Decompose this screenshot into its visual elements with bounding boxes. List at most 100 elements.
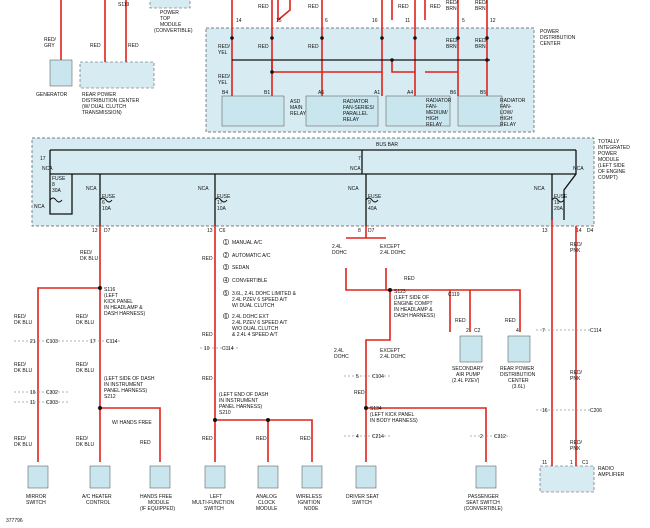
fuse-num: 19 bbox=[554, 200, 560, 206]
rear-pdc2-label: CENTER bbox=[508, 378, 529, 384]
option-label: 2.4L DOHC bbox=[380, 354, 406, 360]
wire-label: BRN bbox=[446, 44, 457, 50]
multifunction-label: SWITCH bbox=[204, 506, 224, 512]
splice-label: (LEFT END OF DASH bbox=[219, 392, 269, 398]
wire-label: RED bbox=[308, 4, 319, 10]
radio-amp-box bbox=[539, 465, 595, 493]
note-num: 4 bbox=[225, 278, 228, 284]
note-text: AUTOMATIC A/C bbox=[232, 253, 271, 259]
nca-label: NCA bbox=[42, 166, 53, 172]
wire-label: YEL bbox=[218, 50, 228, 56]
splice-label: S210 bbox=[219, 410, 231, 416]
option-label: DOHC bbox=[334, 354, 349, 360]
relay-label: RELAY bbox=[426, 122, 443, 128]
conn-label: C103 bbox=[46, 339, 58, 345]
wireless-ign-box bbox=[301, 465, 323, 489]
pin-label: B6 bbox=[450, 90, 456, 96]
rear-pdc-label-3: (W/ DUAL CLUTCH bbox=[82, 104, 126, 110]
fuse-amps: 20A bbox=[554, 206, 564, 212]
pin-label: 17 bbox=[90, 339, 96, 345]
wire-label: RED/ bbox=[570, 440, 583, 446]
wire-label: RED bbox=[128, 43, 139, 49]
conn-label: C302 bbox=[46, 390, 58, 396]
secondary-air-label: AIR PUMP bbox=[456, 372, 481, 378]
wire-label: RED bbox=[430, 4, 441, 10]
wire-label: RED bbox=[354, 390, 365, 396]
relay-label: RELAY bbox=[500, 122, 517, 128]
wire-label: RED bbox=[308, 44, 319, 50]
fuse-num: 9 bbox=[368, 200, 371, 206]
rad-series-relay-box bbox=[305, 95, 379, 127]
relay-label: HIGH bbox=[500, 116, 513, 122]
pin-label: 11 bbox=[30, 400, 35, 406]
wire-label: DK BLU bbox=[14, 368, 32, 374]
hands-free-label: (IF EQUIPPED) bbox=[140, 506, 175, 512]
wire-label: RED bbox=[140, 440, 151, 446]
secondary-air-label: SECONDARY bbox=[452, 366, 484, 372]
conn-label: C114 bbox=[106, 339, 118, 345]
wire-label: RED bbox=[258, 4, 269, 10]
splice-label: S212 bbox=[104, 394, 116, 400]
wire-label: PNK bbox=[570, 248, 581, 254]
driver-seat-label: SWITCH bbox=[352, 500, 372, 506]
pin-label: A1 bbox=[374, 90, 380, 96]
option-label: 2.4L bbox=[332, 244, 342, 250]
rear-pdc-box bbox=[79, 61, 155, 89]
pin-label: 14 bbox=[576, 228, 582, 234]
pin-label: A6 bbox=[318, 90, 324, 96]
splice-label: IN HEADLAMP & bbox=[104, 305, 143, 311]
pin-label: 17 bbox=[40, 156, 46, 162]
pin-label: 11 bbox=[405, 18, 410, 24]
conn-label: C214 bbox=[372, 434, 384, 440]
wire-label: DK BLU bbox=[14, 320, 32, 326]
splice-label: S123 bbox=[394, 289, 406, 295]
nca-label: NCA bbox=[573, 166, 584, 172]
generator-label: GENERATOR bbox=[36, 92, 68, 98]
relay-label: FAN- bbox=[426, 104, 438, 110]
ac-heater-label: A/C HEATER bbox=[82, 494, 112, 500]
note-text: W/ DUAL CLUTCH bbox=[232, 303, 275, 309]
note-text: W/O DUAL CLUTCH bbox=[232, 326, 279, 332]
conn-label: C119 bbox=[448, 292, 460, 298]
wire-label: RED/ bbox=[570, 242, 583, 248]
splice-label: (LEFT KICK PANEL bbox=[370, 412, 414, 418]
pin-label: 4 bbox=[516, 328, 519, 334]
wire-label: DK BLU bbox=[76, 320, 94, 326]
fuse-amps: 10A bbox=[102, 206, 112, 212]
splice-label: S116 bbox=[104, 287, 116, 293]
wire-label: RED/ bbox=[446, 0, 459, 6]
wire-label: RED/ bbox=[475, 0, 488, 6]
splice-label: IN INSTRUMENT bbox=[219, 398, 258, 404]
wire-label: DK BLU bbox=[76, 442, 94, 448]
wire-label: RED bbox=[256, 436, 267, 442]
pin-label: 2 bbox=[480, 434, 483, 440]
rear-pdc-label-1: REAR POWER bbox=[82, 92, 117, 98]
wire-label: RED bbox=[202, 332, 213, 338]
wire-label: RED/ bbox=[446, 38, 459, 44]
splice-label: PANEL HARNESS) bbox=[219, 404, 262, 410]
relay-label: ASD bbox=[290, 99, 301, 105]
wire-label: RED bbox=[455, 318, 466, 324]
pin-label: 8 bbox=[358, 228, 361, 234]
relay-label: FAN-SERIES/ bbox=[343, 105, 375, 111]
ptm-label: POWER bbox=[160, 10, 179, 16]
wire-label: DK BLU bbox=[76, 368, 94, 374]
analog-clock-label: MODULE bbox=[256, 506, 278, 512]
pin-label: 21 bbox=[30, 339, 36, 345]
asd-relay-box bbox=[221, 95, 285, 127]
pin-label: 16 bbox=[30, 390, 36, 396]
wire-label: RED bbox=[505, 318, 516, 324]
wire-label: RED bbox=[90, 43, 101, 49]
nca-label: NCA bbox=[350, 166, 361, 172]
rear-pdc2-label: (3.6L) bbox=[512, 384, 525, 390]
relay-label: MEDIUM/ bbox=[426, 110, 448, 116]
ptm-label: MODULE bbox=[160, 22, 182, 28]
wire-red-gry-2: GRY bbox=[44, 43, 55, 49]
radio-amp-label: RADIO bbox=[598, 466, 614, 472]
pin-label: 10 bbox=[204, 346, 210, 352]
relay-label: LOW/ bbox=[500, 110, 513, 116]
pin-label: A4 bbox=[407, 90, 413, 96]
wire-label: RED/ bbox=[218, 74, 231, 80]
tipm-title: MODULE bbox=[598, 157, 620, 163]
note-num: 3 bbox=[225, 265, 228, 271]
